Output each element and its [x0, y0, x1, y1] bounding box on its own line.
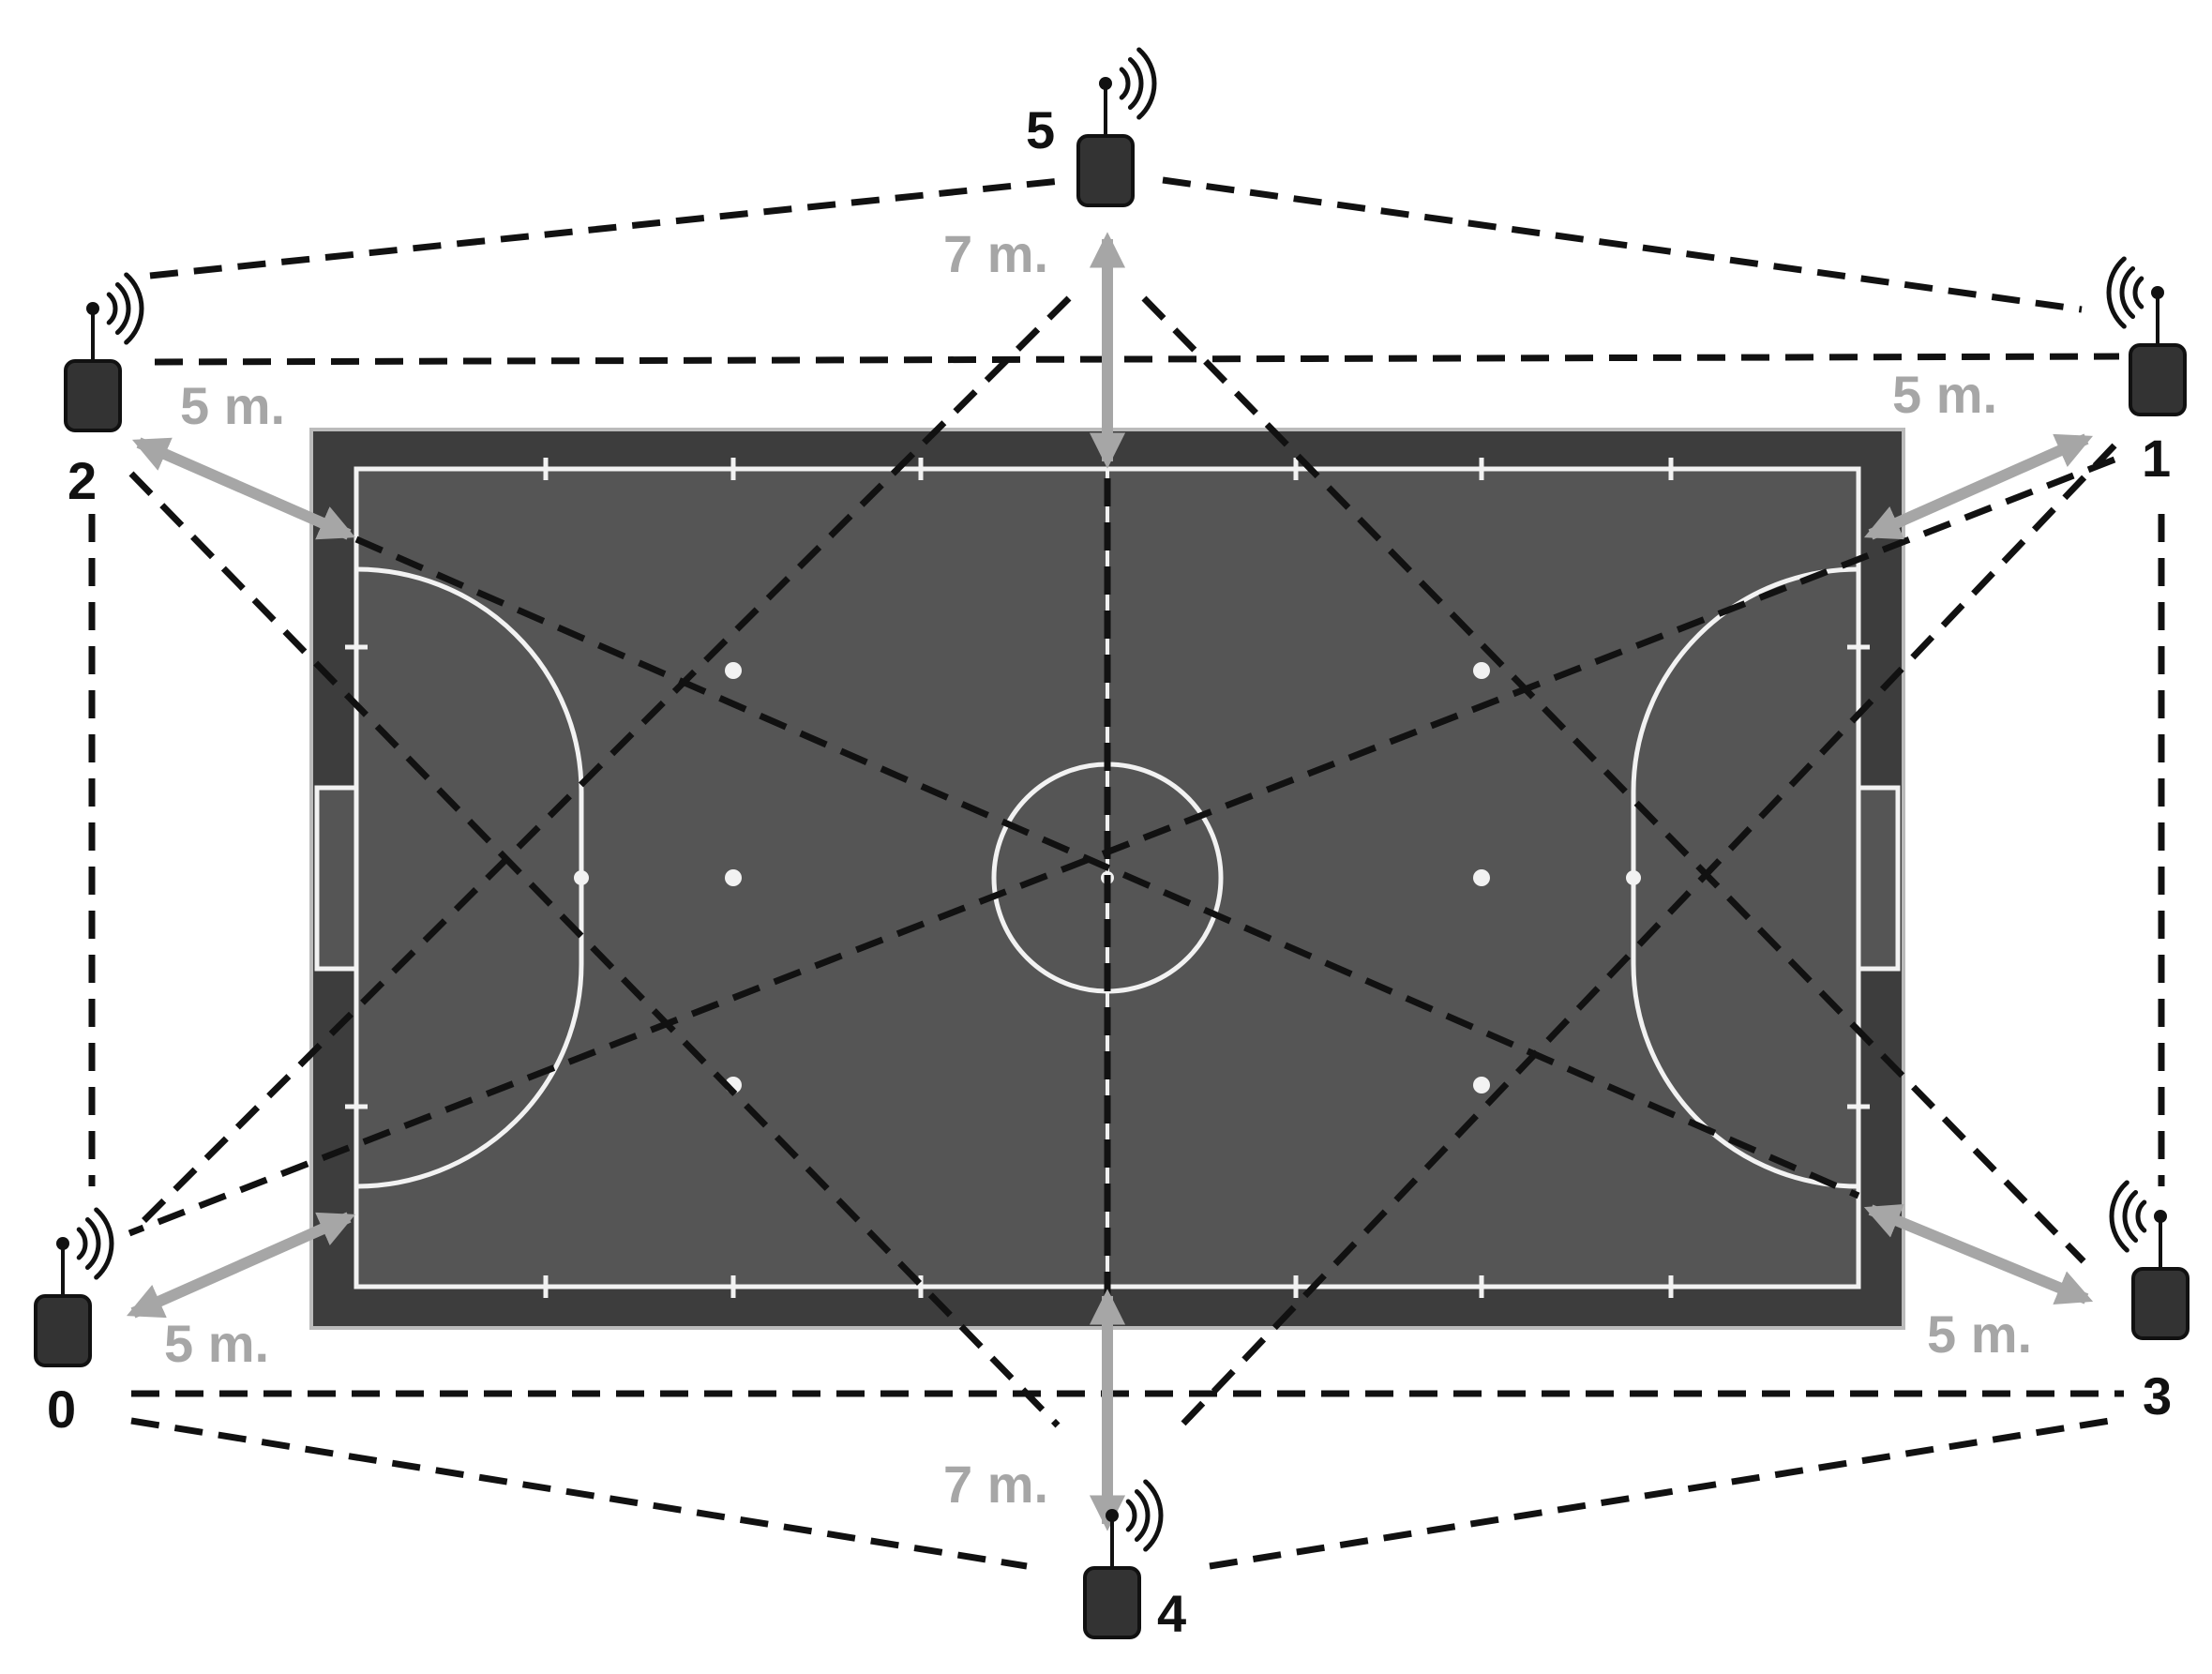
- distance-label-4: 7 m.: [943, 1455, 1048, 1514]
- wireless-anchor-icon: [34, 1207, 114, 1367]
- signal-wave: [1134, 1488, 1151, 1543]
- distance-arrow-1: [1863, 433, 2094, 540]
- anchor-4: [1083, 1479, 1164, 1639]
- signal-wave: [106, 292, 118, 325]
- anchor-1: [2106, 256, 2187, 416]
- anchor-0: [34, 1207, 114, 1367]
- anchors: [34, 47, 2189, 1639]
- corner-mark: [1473, 1077, 1490, 1093]
- anchor-5: [1076, 47, 1157, 207]
- signal-wave: [2106, 256, 2127, 329]
- distance-arrow-2: [131, 437, 356, 540]
- antenna-tip: [1099, 77, 1112, 90]
- penalty-mark: [574, 870, 589, 885]
- corner-mark: [725, 662, 742, 679]
- link-2-3: [354, 535, 1860, 1199]
- signal-wave: [94, 1207, 114, 1280]
- anchor-label-4: 4: [1157, 1584, 1186, 1643]
- link-2-4: [128, 471, 1061, 1428]
- anchor-label-5: 5: [1026, 100, 1055, 159]
- distance-label-5: 7 m.: [943, 224, 1048, 283]
- signal-wave: [2122, 1189, 2139, 1244]
- wireless-anchor-icon: [2109, 1180, 2189, 1340]
- distance-labels: 7 m. 5 m. 5 m. 5 m. 5 m. 7 m.: [164, 224, 2032, 1514]
- touchline-ticks: [345, 458, 1870, 1298]
- link-5-3: [1141, 295, 2086, 1264]
- link-0-4: [130, 1417, 1028, 1570]
- wireless-anchor-icon: [1076, 47, 1157, 207]
- distance-label-1: 5 m.: [1892, 365, 1997, 424]
- court-marks: [574, 662, 1641, 1093]
- penalty-mark: [1626, 870, 1641, 885]
- anchor-label-1: 1: [2142, 429, 2171, 488]
- link-2-5: [149, 176, 1070, 279]
- corner-mark: [1473, 662, 1490, 679]
- signal-wave: [2109, 1180, 2129, 1253]
- link-1-4: [1179, 443, 2117, 1428]
- signal-wave: [76, 1227, 88, 1260]
- antenna-tip: [56, 1237, 69, 1250]
- signal-wave: [1119, 67, 1131, 100]
- penalty-spot: [1473, 869, 1490, 886]
- link-5-1: [1162, 176, 2083, 313]
- signal-wave: [2132, 276, 2144, 309]
- anchor-device-body: [34, 1294, 92, 1367]
- antenna-tip: [2154, 1210, 2167, 1223]
- anchor-device-body: [1083, 1566, 1141, 1639]
- anchor-label-2: 2: [68, 451, 97, 510]
- distance-arrows: [126, 232, 2094, 1531]
- signal-wave: [1136, 47, 1157, 120]
- distance-label-0: 5 m.: [164, 1314, 269, 1373]
- signal-wave: [2135, 1199, 2147, 1233]
- penalty-spot: [725, 869, 742, 886]
- anchor-device-body: [2129, 343, 2187, 416]
- signal-wave: [84, 1216, 101, 1271]
- distance-label-3: 5 m.: [1927, 1305, 2032, 1364]
- signal-wave: [2119, 265, 2136, 320]
- signal-wave: [1143, 1479, 1164, 1552]
- anchor-label-3: 3: [2143, 1366, 2172, 1425]
- anchor-device-body: [64, 359, 122, 432]
- signal-wave: [114, 281, 131, 336]
- antenna-tip: [1106, 1509, 1119, 1522]
- antenna-tip: [86, 302, 99, 315]
- signal-wave: [124, 272, 144, 345]
- link-1-0: [128, 456, 2116, 1237]
- anchor-3: [2109, 1180, 2189, 1340]
- distance-arrow-3: [1863, 1203, 2094, 1305]
- link-4-3: [1209, 1417, 2111, 1570]
- right-goal: [1856, 785, 1901, 972]
- anchor-2: [64, 272, 144, 432]
- wireless-anchor-icon: [1083, 1479, 1164, 1639]
- anchor-labels: 5 2 1 0 3 4: [47, 100, 2172, 1643]
- wireless-anchor-icon: [2106, 256, 2187, 416]
- distance-label-2: 5 m.: [180, 376, 285, 435]
- distance-arrow-0: [126, 1212, 356, 1319]
- left-goal: [314, 785, 359, 972]
- wireless-anchor-icon: [64, 272, 144, 432]
- signal-wave: [1127, 56, 1144, 111]
- anchor-device-body: [1076, 134, 1135, 207]
- antenna-tip: [2151, 286, 2164, 299]
- signal-wave: [1125, 1499, 1137, 1532]
- anchor-label-0: 0: [47, 1380, 76, 1439]
- anchor-device-body: [2131, 1267, 2189, 1340]
- link-2-1: [154, 353, 2120, 366]
